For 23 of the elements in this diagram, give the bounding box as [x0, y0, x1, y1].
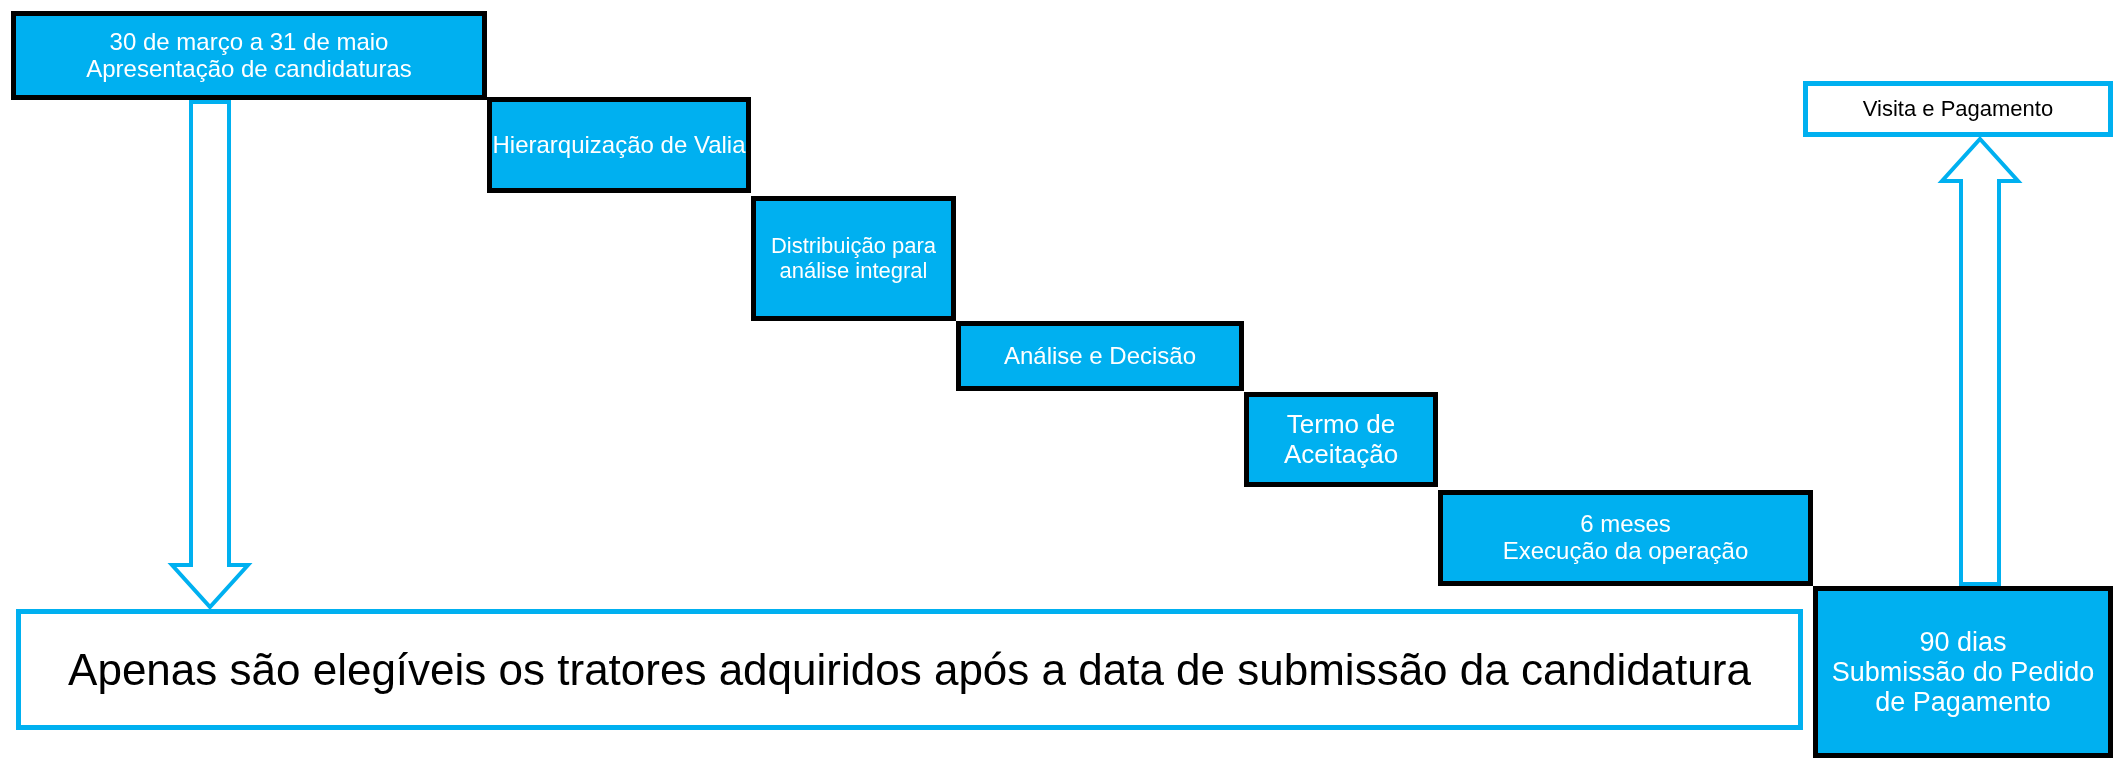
- box-text: Distribuição para análise integral: [769, 233, 938, 284]
- box-text: 90 dias: [1919, 626, 2007, 657]
- box-text: Análise e Decisão: [1003, 342, 1197, 370]
- box-text: Hierarquização de Valia: [492, 131, 746, 159]
- process-box: [1438, 490, 1813, 586]
- box-text: Termo de Aceitação: [1282, 410, 1400, 469]
- process-box: [487, 97, 751, 193]
- process-box: [11, 11, 487, 100]
- process-box: [956, 321, 1244, 391]
- block-arrow: [167, 100, 253, 610]
- process-box: [1813, 586, 2113, 758]
- process-box: [1244, 392, 1438, 487]
- box-text: Apenas são elegíveis os tratores adquiridos após a data de submissão da candidatura: [68, 644, 1751, 695]
- box-text: Visita e Pagamento: [1862, 96, 2054, 122]
- box-text: 30 de março a 31 de maio: [109, 28, 389, 56]
- block-arrow: [1937, 136, 2023, 586]
- process-box: [751, 196, 956, 321]
- box-text: Apresentação de candidaturas: [86, 55, 412, 83]
- note-box: [16, 609, 1803, 730]
- box-text: Execução da operação: [1502, 538, 1749, 565]
- box-text: Submissão do Pedido de Pagamento: [1830, 656, 2096, 718]
- note-box: [1803, 81, 2113, 137]
- box-text: 6 meses: [1580, 511, 1671, 538]
